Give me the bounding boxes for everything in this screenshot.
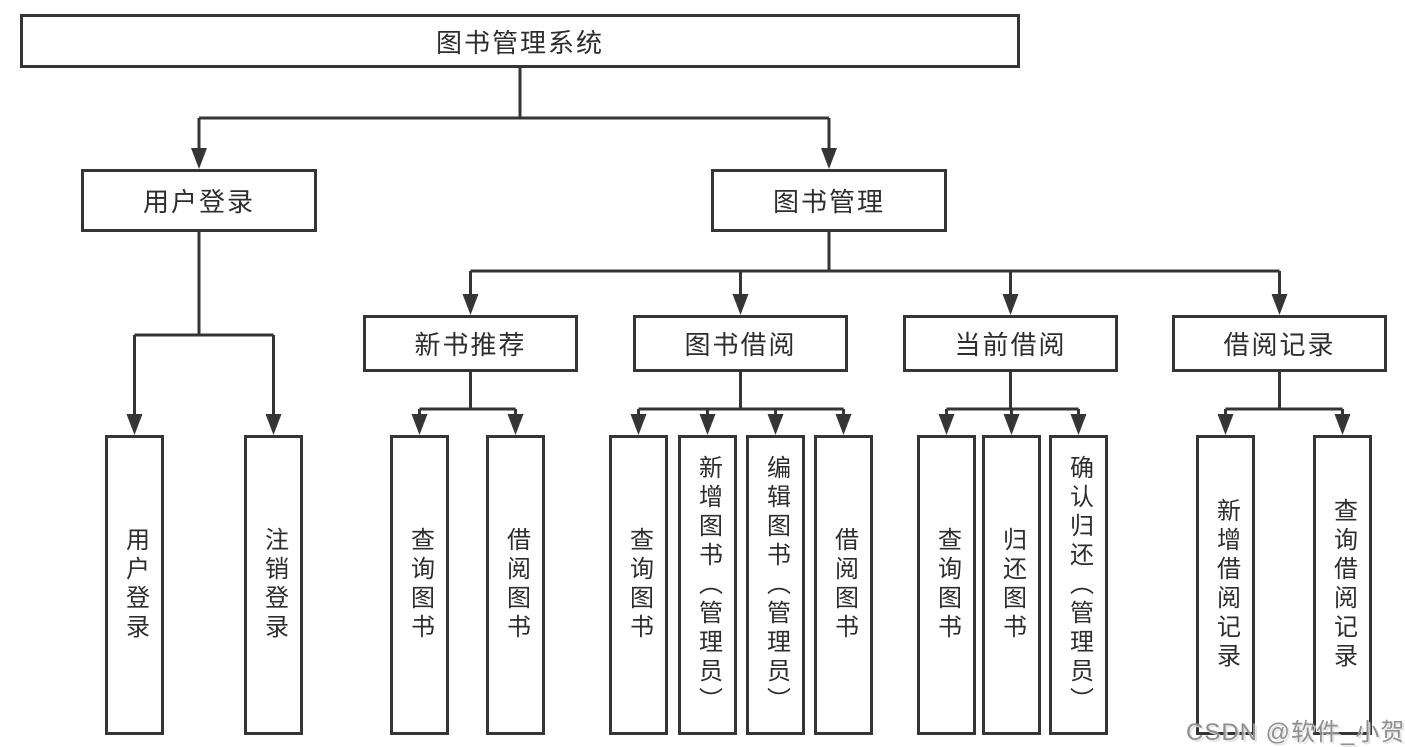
leaf-add-borrow-record: 新增借阅记录 — [1196, 435, 1255, 735]
leaf-user-login: 用户登录 — [105, 435, 164, 735]
leaf-query-books-borrowing: 查询图书 — [609, 435, 668, 735]
leaf-confirm-return-admin: 确认归还（管理员） — [1049, 435, 1108, 735]
node-new-book-recommend: 新书推荐 — [363, 315, 578, 372]
node-label: 借阅记录 — [1223, 330, 1336, 360]
node-current-borrowing: 当前借阅 — [903, 315, 1118, 372]
leaf-query-borrow-record: 查询借阅记录 — [1313, 435, 1372, 735]
node-label: 新增图书（管理员） — [694, 454, 722, 716]
node-label: 借阅图书 — [830, 527, 858, 643]
node-label: 当前借阅 — [954, 330, 1067, 360]
node-label: 用户登录 — [142, 187, 255, 217]
node-label: 归还图书 — [998, 527, 1026, 643]
csdn-watermark: CSDN @软件_小贺同学 — [1186, 719, 1405, 746]
node-label: 图书借阅 — [684, 330, 797, 360]
node-library-management-system: 图书管理系统 — [20, 14, 1020, 68]
node-label: 图书管理 — [772, 187, 885, 217]
node-label: 用户登录 — [121, 527, 149, 643]
node-book-borrowing: 图书借阅 — [633, 315, 848, 372]
node-label: 新书推荐 — [414, 330, 527, 360]
node-label: 查询图书 — [625, 527, 653, 643]
leaf-query-books-current: 查询图书 — [917, 435, 976, 735]
node-label: 编辑图书（管理员） — [762, 454, 790, 716]
node-book-management: 图书管理 — [711, 169, 947, 232]
node-label: 查询借阅记录 — [1329, 498, 1357, 672]
leaf-return-books: 归还图书 — [982, 435, 1041, 735]
leaf-borrow-books-borrowing: 借阅图书 — [814, 435, 873, 735]
node-label: 新增借阅记录 — [1212, 498, 1240, 672]
node-borrow-records: 借阅记录 — [1172, 315, 1387, 372]
node-label: 借阅图书 — [502, 527, 530, 643]
arrowheads — [126, 148, 1351, 435]
node-label: 注销登录 — [260, 527, 288, 643]
node-label: 确认归还（管理员） — [1065, 454, 1093, 716]
node-label: 查询图书 — [406, 527, 434, 643]
node-label: 图书管理系统 — [435, 27, 604, 58]
node-label: 查询图书 — [933, 527, 961, 643]
node-user-login: 用户登录 — [81, 169, 317, 232]
leaf-query-books-recommend: 查询图书 — [390, 435, 449, 735]
leaf-borrow-books-recommend: 借阅图书 — [486, 435, 545, 735]
leaf-logout: 注销登录 — [244, 435, 303, 735]
leaf-add-book-admin: 新增图书（管理员） — [678, 435, 737, 735]
leaf-edit-book-admin: 编辑图书（管理员） — [746, 435, 805, 735]
